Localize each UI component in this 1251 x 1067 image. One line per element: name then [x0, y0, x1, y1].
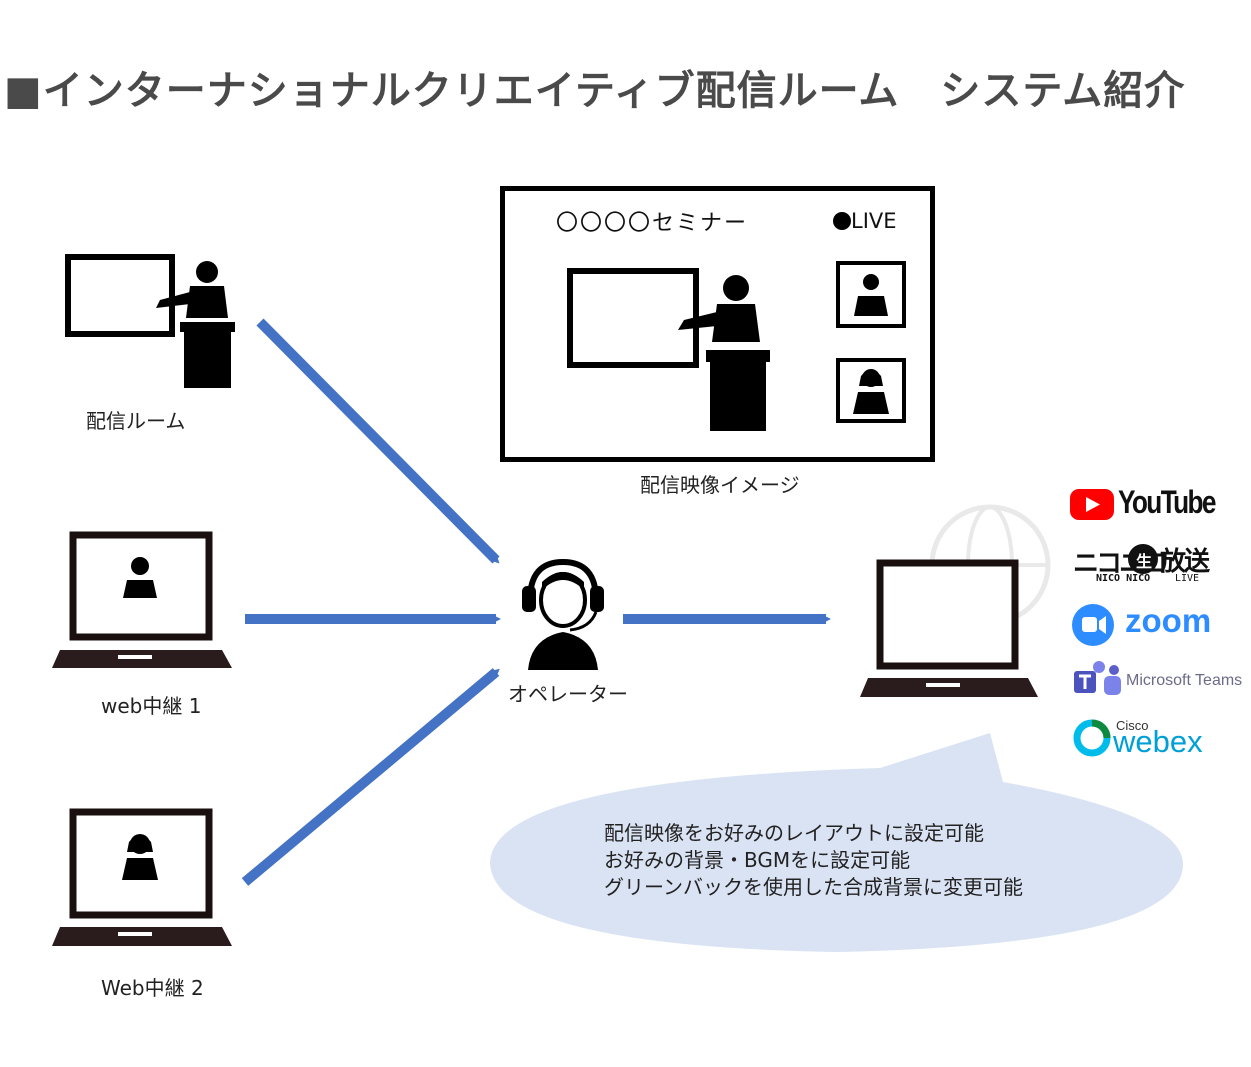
seminar-title: 〇〇〇〇セミナー — [556, 211, 749, 236]
zoom-icon — [1072, 604, 1114, 646]
niconico-icon — [1128, 544, 1158, 574]
zoom-logo-text: zoom — [1125, 602, 1212, 639]
web1-label: web中継 1 — [101, 694, 202, 718]
webex-icon — [1073, 719, 1111, 757]
screen-participant2-icon — [836, 358, 906, 423]
operator-icon — [522, 558, 604, 670]
youtube-logo-text: YouTube — [1118, 484, 1217, 520]
screen-participant1-icon — [836, 261, 906, 328]
niconico-sei: 生 — [1136, 552, 1153, 571]
laptop-web1-icon — [52, 531, 232, 668]
teams-icon — [1074, 661, 1121, 695]
operator-label: オペレーター — [508, 682, 628, 706]
feature-item: 配信映像をお好みのレイアウトに設定可能 — [604, 821, 984, 845]
live-text: LIVE — [851, 209, 897, 233]
laptop-web2-icon — [52, 808, 232, 946]
feature-item: お好みの背景・BGMをに設定可能 — [604, 848, 911, 872]
web2-label: Web中継 2 — [101, 976, 204, 1000]
niconico-live: LIVE — [1175, 573, 1200, 584]
broadcast-caption: 配信映像イメージ — [640, 473, 800, 497]
feature-bubble — [490, 733, 1184, 952]
teams-logo-text: Microsoft Teams — [1126, 672, 1243, 689]
broadcast-screen — [500, 186, 935, 462]
room-label: 配信ルーム — [86, 409, 186, 433]
page-title: ■インターナショナルクリエイティブ配信ルーム システム紹介 — [4, 68, 1186, 114]
arrow-room-to-operator — [256, 318, 500, 564]
presenter-room-icon — [65, 254, 235, 388]
laptop-output-icon — [860, 559, 1038, 697]
niconico-logo-text: ニコニコ — [1073, 549, 1168, 579]
webex-cisco-text: Cisco — [1116, 718, 1149, 733]
webex-logo-text: webex — [1113, 724, 1203, 759]
youtube-play-icon — [1070, 489, 1114, 520]
arrow-web2-to-operator — [241, 668, 500, 886]
feature-item: グリーンバックを使用した合成背景に変更可能 — [604, 875, 1023, 899]
live-badge: LIVE — [833, 209, 897, 233]
live-dot-icon — [833, 212, 851, 230]
niconico-kanji: 放送 — [1160, 547, 1210, 577]
feature-list: 配信映像をお好みのレイアウトに設定可能 お好みの背景・BGMをに設定可能 グリー… — [604, 820, 1023, 901]
screen-presenter-icon — [567, 268, 770, 431]
niconico-sub: NICO NICO — [1096, 573, 1151, 584]
